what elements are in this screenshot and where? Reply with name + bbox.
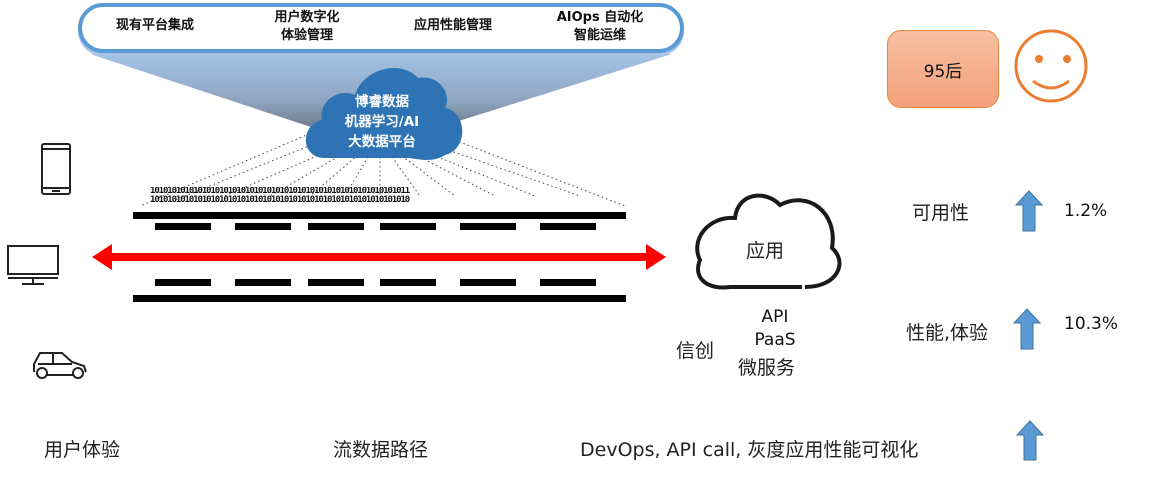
- binary-row: 1010101010101010101010101010101010101010…: [150, 187, 410, 196]
- banner-item-apm: 应用性能管理: [414, 17, 492, 35]
- phone-icon: [41, 143, 71, 195]
- metric-availability-value: 1.2%: [1064, 201, 1108, 221]
- app-cloud-icon: [695, 193, 842, 290]
- banner-item-text: 应用性能管理: [414, 18, 493, 33]
- banner-item-digital-experience: 用户数字化 体验管理: [267, 9, 347, 45]
- capability-banner: [78, 3, 684, 53]
- banner-item-text: AIOps 自动化: [556, 10, 644, 25]
- banner-item-platform-integration: 现有平台集成: [116, 17, 194, 35]
- app-cloud-label: 应用: [746, 240, 785, 262]
- lane-dashes-top: [155, 223, 596, 230]
- metric-performance-value: 10.3%: [1064, 314, 1119, 334]
- lane-dashes-bottom: [155, 279, 596, 286]
- banner-item-aiops: AIOps 自动化 智能运维: [552, 9, 648, 45]
- monitor-icon: [7, 245, 59, 285]
- binary-row: 1010101010101010101010101010101010101010…: [150, 195, 410, 205]
- banner-item-text: 用户数字化: [274, 10, 340, 25]
- smiley-icon: [1014, 29, 1088, 103]
- road-bottom-edge: [133, 295, 626, 302]
- paas-label: PaaS: [754, 330, 796, 350]
- banner-item-text: 现有平台集成: [116, 18, 195, 33]
- metric-performance-label: 性能,体验: [906, 322, 989, 344]
- platform-name: 博睿数据: [355, 94, 409, 110]
- data-path-label: 流数据路径: [333, 439, 429, 461]
- data-flow-arrow: [92, 244, 666, 270]
- user-experience-label: 用户体验: [44, 439, 121, 461]
- road-top-edge: [133, 212, 626, 219]
- api-label: API: [761, 307, 789, 327]
- platform-ml: 机器学习/AI: [344, 114, 420, 130]
- platform-bigdata: 大数据平台: [348, 134, 416, 150]
- microservices-label: 微服务: [738, 357, 796, 379]
- up-arrow-icon: [1014, 190, 1044, 232]
- devops-label: DevOps, API call, 灰度应用性能可视化: [580, 439, 919, 461]
- persona-badge-text: 95后: [923, 61, 963, 82]
- xinchuang-label: 信创: [676, 340, 715, 362]
- banner-item-text: 智能运维: [573, 28, 626, 43]
- banner-item-text: 体验管理: [280, 28, 333, 43]
- platform-cloud-label: 博睿数据 机器学习/AI 大数据平台: [322, 92, 442, 152]
- up-arrow-icon: [1015, 420, 1045, 461]
- up-arrow-icon: [1012, 308, 1042, 350]
- metric-availability-label: 可用性: [912, 202, 970, 224]
- binary-stream: 1010101010101010101010101010101010101010…: [150, 187, 620, 205]
- platform-cloud: [305, 67, 463, 160]
- persona-badge: 95后: [887, 30, 999, 108]
- car-icon: [33, 352, 87, 379]
- data-rays: [139, 124, 626, 207]
